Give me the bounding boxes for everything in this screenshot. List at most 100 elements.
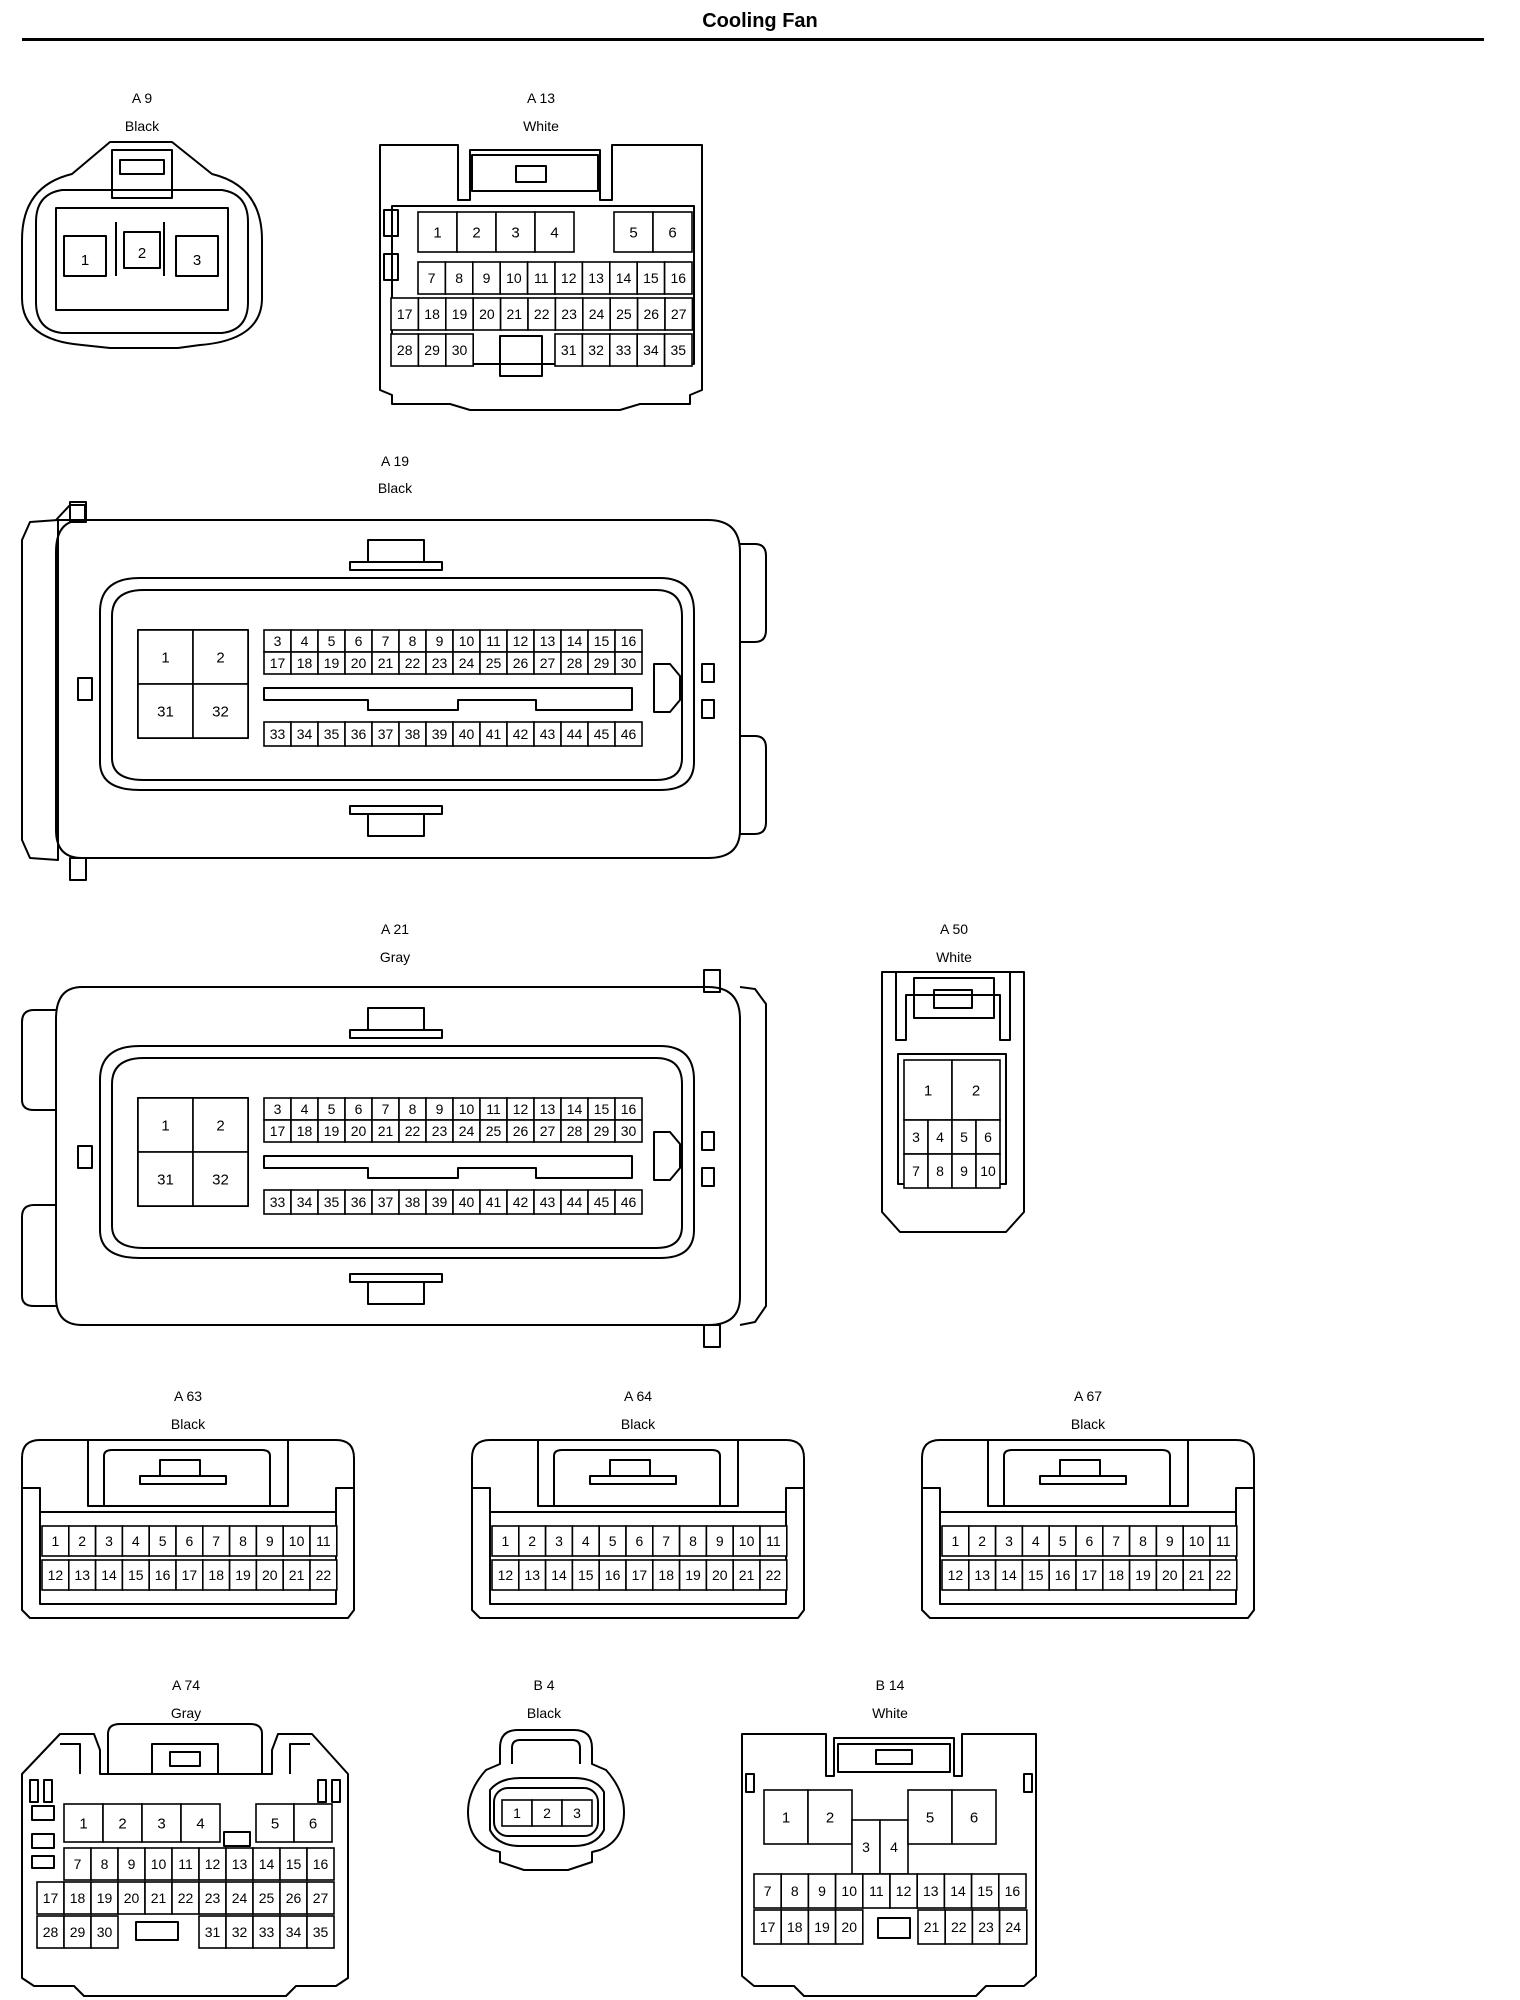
a21-pin-3-label: 3 <box>274 1101 282 1117</box>
a67-pin-17-label: 17 <box>1082 1567 1098 1583</box>
a64-housing <box>471 1439 805 1619</box>
b14-pin-16: 16 <box>997 1873 1027 1909</box>
a19-pin-12: 12 <box>506 629 535 653</box>
a19-pin-19-label: 19 <box>324 655 340 671</box>
a13-pin-6-label: 6 <box>668 224 676 241</box>
a9-pin-1 <box>63 235 107 277</box>
a13-pin-8-label: 8 <box>455 270 463 286</box>
a13-pin-34: 34 <box>636 333 666 367</box>
a21-pin-7-label: 7 <box>382 1101 390 1117</box>
a21-pin-40-label: 40 <box>459 1194 475 1210</box>
a19-pin-6: 6 <box>344 629 373 653</box>
a50-pin-8: 8 <box>927 1153 953 1189</box>
a19-pin-22: 22 <box>398 651 427 675</box>
connector-a64: A 64 Black <box>471 1388 805 1619</box>
a64-pin-8: 8 <box>678 1525 708 1557</box>
a74-pin-16: 16 <box>306 1847 335 1881</box>
a64-pin-2-label: 2 <box>528 1533 536 1549</box>
a74-keyway <box>135 1921 179 1941</box>
page-title: Cooling Fan <box>702 10 818 32</box>
a64-pin-18-label: 18 <box>658 1567 674 1583</box>
a21-pin-33: 33 <box>263 1189 292 1215</box>
a21-pin-40: 40 <box>452 1189 481 1215</box>
a63-pin-14: 14 <box>94 1559 124 1591</box>
a21-pin-30-label: 30 <box>621 1123 637 1139</box>
a67-pin-3: 3 <box>994 1525 1024 1557</box>
a21-pin-38: 38 <box>398 1189 427 1215</box>
a13-pin-10: 10 <box>499 261 529 295</box>
a64-pin-21-label: 21 <box>739 1567 755 1583</box>
b4-housing <box>467 1729 625 1871</box>
a21-pin-19-label: 19 <box>324 1123 340 1139</box>
b14-pin-3-label: 3 <box>862 1839 870 1855</box>
a63-pin-10: 10 <box>282 1525 311 1557</box>
a21-pin-16: 16 <box>614 1097 643 1121</box>
a63-pin-15: 15 <box>121 1559 151 1591</box>
a67-pin-21-label: 21 <box>1189 1567 1205 1583</box>
a21-pin-45: 45 <box>587 1189 616 1215</box>
a13-housing <box>379 144 703 411</box>
a21-pin-45-label: 45 <box>594 1194 610 1210</box>
a21-pin-5: 5 <box>317 1097 346 1121</box>
a13-pin-7: 7 <box>417 261 447 295</box>
a19-pin-22-label: 22 <box>405 655 421 671</box>
a19-pin-34: 34 <box>290 721 319 747</box>
connector-a67: A 67 Black <box>921 1388 1255 1619</box>
a63-pin-10-label: 10 <box>289 1533 305 1549</box>
a67-pin-17: 17 <box>1075 1559 1104 1591</box>
a21-pin-17: 17 <box>263 1119 292 1143</box>
b14-pin-7-label: 7 <box>764 1883 772 1899</box>
a19-key-rail <box>263 687 633 711</box>
a13-pin-16: 16 <box>663 261 693 295</box>
a19-pin-28-label: 28 <box>567 655 583 671</box>
a19-pin-31-label: 31 <box>157 703 174 720</box>
a9-pin-3-label: 3 <box>193 252 201 269</box>
a13-pin-20-label: 20 <box>479 306 495 322</box>
a67-pin-13: 13 <box>967 1559 997 1591</box>
a74-pin-21-label: 21 <box>151 1890 167 1906</box>
a9-inner-shell <box>35 189 249 334</box>
a74-pin-10-label: 10 <box>151 1856 167 1872</box>
a9-pin-3 <box>175 235 219 277</box>
a74-pin-7: 7 <box>63 1847 92 1881</box>
a19-pin-27: 27 <box>533 651 562 675</box>
connector-a50-color: White <box>936 949 972 965</box>
a67-pin-18-label: 18 <box>1108 1567 1124 1583</box>
a19-pin-29-label: 29 <box>594 655 610 671</box>
a21-pin-17-label: 17 <box>270 1123 286 1139</box>
a13-pin-25-label: 25 <box>616 306 632 322</box>
a63-pin-2-label: 2 <box>78 1533 86 1549</box>
a21-shroud-outer <box>99 1045 695 1259</box>
a19-pin-33: 33 <box>263 721 292 747</box>
a19-pin-4-label: 4 <box>301 633 309 649</box>
a21-pin-39: 39 <box>425 1189 454 1215</box>
a50-housing <box>881 971 1025 1233</box>
a64-pin-5: 5 <box>598 1525 627 1557</box>
a19-pin-16-label: 16 <box>621 633 637 649</box>
a67-pin-1: 1 <box>941 1525 970 1557</box>
b4-pin-3: 3 <box>561 1799 593 1827</box>
a74-pin-1: 1 <box>63 1803 104 1843</box>
a63-pin-22: 22 <box>309 1559 338 1591</box>
a21-pin-41-label: 41 <box>486 1194 502 1210</box>
a21-pin-42-label: 42 <box>513 1194 529 1210</box>
a19-pin-21-label: 21 <box>378 655 394 671</box>
connector-a63: A 63 Black <box>21 1388 355 1619</box>
a63-pin-6-label: 6 <box>186 1533 194 1549</box>
a74-pin-7-label: 7 <box>74 1856 82 1872</box>
a9-pin-2-label: 2 <box>138 245 146 262</box>
a13-pin-26: 26 <box>636 297 666 331</box>
a21-pin-14-label: 14 <box>567 1101 583 1117</box>
a50-pin-3-label: 3 <box>912 1129 920 1145</box>
a50-latch <box>913 977 995 1019</box>
b14-pin-6-label: 6 <box>970 1809 978 1826</box>
a21-pin-14: 14 <box>560 1097 589 1121</box>
a21-pin-33-label: 33 <box>270 1194 286 1210</box>
a13-pin-1: 1 <box>417 211 458 253</box>
a21-pin-20: 20 <box>344 1119 373 1143</box>
a50-pin-7-label: 7 <box>912 1163 920 1179</box>
connector-a67-color: Black <box>1071 1416 1106 1432</box>
a74-pin-9: 9 <box>117 1847 146 1881</box>
connector-a9-color: Black <box>125 118 160 134</box>
a13-pin-16-label: 16 <box>671 270 687 286</box>
